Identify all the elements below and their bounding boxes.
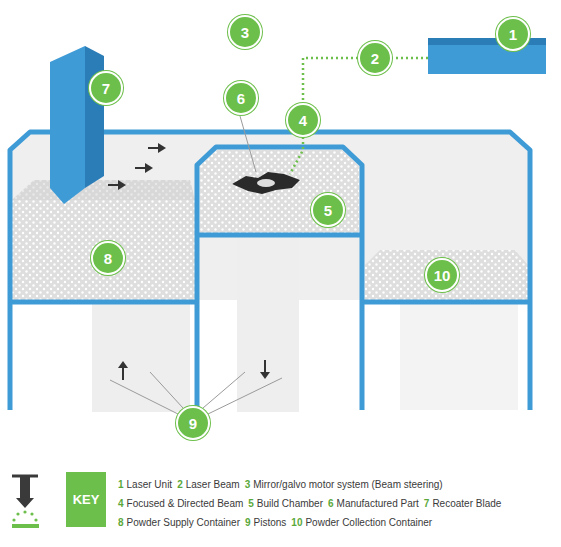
collection-floor	[362, 300, 530, 305]
key-text: Recoater Blade	[432, 498, 501, 509]
piston-arrow-up	[122, 366, 124, 380]
motion-arrow	[118, 180, 126, 190]
manufactured-part	[232, 172, 300, 194]
powder-top	[12, 180, 195, 200]
key-number: 6	[328, 498, 334, 509]
key-heading: KEY	[73, 493, 100, 506]
callout-number: 2	[371, 51, 379, 66]
callout-circle: 5	[311, 193, 345, 227]
key-line: 8Powder Supply Container 9Pistons 10Powder…	[118, 516, 437, 529]
callout-circle: 10	[425, 258, 459, 292]
leader-line	[208, 378, 282, 414]
callout-number: 1	[509, 27, 517, 42]
motion-arrow	[158, 143, 166, 153]
callout-number: 5	[324, 203, 332, 218]
key-box: KEY	[66, 472, 106, 527]
key-number: 1	[118, 479, 124, 490]
leader-line	[240, 116, 256, 172]
callout-number: 10	[434, 268, 451, 283]
piston-shaft	[237, 237, 299, 412]
key-icon-nozzle	[16, 476, 34, 508]
callout-number: 9	[189, 416, 197, 431]
callout-number: 4	[299, 113, 307, 128]
key-line: 1Laser Unit 2Laser Beam 3Mirror/galvo moto…	[118, 478, 448, 491]
collection-powder	[365, 250, 528, 300]
build-chamber-outline	[197, 147, 362, 410]
key-icon-dot	[12, 518, 15, 521]
leader-line	[203, 372, 245, 408]
key-icon-dot	[34, 518, 37, 521]
key-number: 10	[291, 517, 302, 528]
key-line: 4Focused & Directed Beam 5Build Chamber 6M…	[118, 497, 506, 510]
piston-arrow-up	[118, 361, 128, 368]
key-number: 5	[248, 498, 254, 509]
key-icon-base	[12, 524, 39, 528]
key-number: 7	[424, 498, 430, 509]
callout-circle: 3	[228, 15, 262, 49]
key-number: 3	[245, 479, 251, 490]
key-text: Mirror/galvo motor system (Beam steering…	[253, 479, 443, 490]
callout-number: 3	[241, 25, 249, 40]
key-text: Pistons	[254, 517, 287, 528]
key-icon-bar	[12, 475, 38, 478]
key-text: Powder Collection Container	[305, 517, 432, 528]
key-text: Build Chamber	[257, 498, 323, 509]
key-text: Laser Beam	[186, 479, 240, 490]
leader-line	[110, 380, 178, 414]
callout-circle: 1	[496, 17, 530, 51]
callout-number: 8	[104, 251, 112, 266]
callout-circle: 9	[176, 406, 210, 440]
key-number: 2	[177, 479, 183, 490]
laser-unit	[428, 38, 546, 74]
key-text: Manufactured Part	[337, 498, 419, 509]
key-number: 4	[118, 498, 124, 509]
callout-circle: 2	[358, 41, 392, 75]
build-floor	[197, 233, 362, 238]
callout-number: 7	[102, 81, 110, 96]
part-hole	[257, 179, 275, 187]
motion-arrow	[145, 163, 153, 173]
powder-supply	[12, 180, 195, 300]
frame-foot	[10, 302, 530, 410]
piston-arrow-down	[260, 372, 270, 379]
leader-line	[150, 372, 183, 408]
build-powder	[200, 150, 359, 233]
key-icon-dot	[16, 512, 19, 515]
supply-floor	[10, 300, 197, 305]
key-number: 9	[245, 517, 251, 528]
piston-shaft	[400, 302, 518, 410]
callout-number: 6	[237, 91, 245, 106]
recoater-side	[85, 46, 104, 188]
key-icon-dot	[30, 512, 33, 515]
piston-arrow-down	[264, 360, 266, 374]
key-text: Focused & Directed Beam	[127, 498, 244, 509]
key-number: 8	[118, 517, 124, 528]
key-icon-dot	[23, 510, 26, 513]
callout-circle: 8	[91, 241, 125, 275]
callout-circle: 6	[224, 81, 258, 115]
callout-circle: 7	[89, 71, 123, 105]
callout-circle: 4	[286, 103, 320, 137]
key-text: Powder Supply Container	[127, 517, 240, 528]
key-text: Laser Unit	[127, 479, 173, 490]
recoater-face	[50, 46, 85, 204]
